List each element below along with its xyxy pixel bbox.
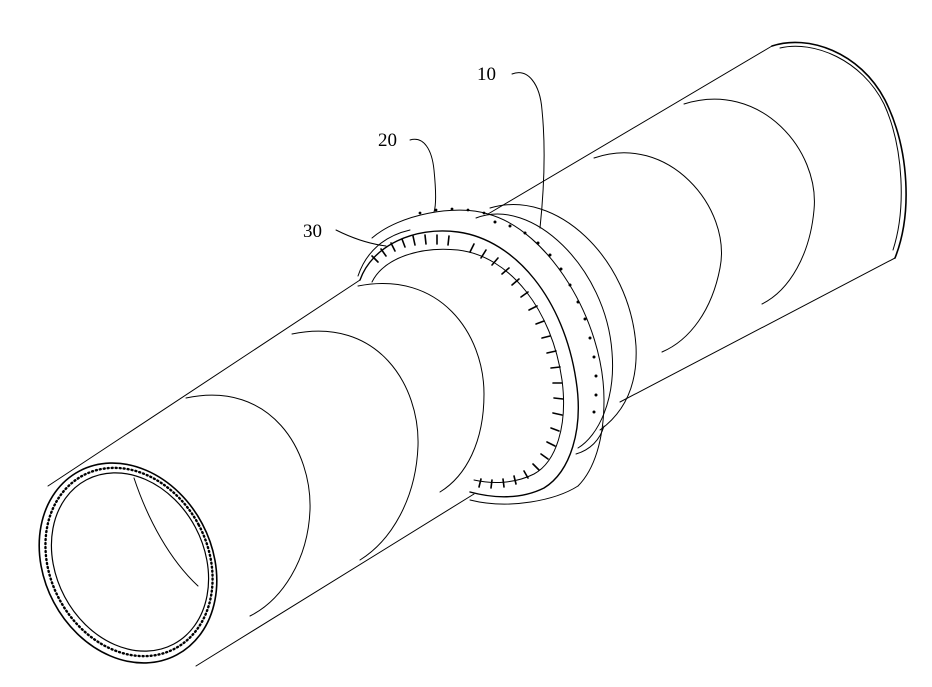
left-seam-1 (292, 331, 418, 560)
ring10-front-edge (476, 214, 613, 448)
left-tube-section (5, 280, 484, 687)
bearing-hatching (372, 235, 563, 488)
left-end-flange-dots (13, 438, 245, 685)
right-tube-bottom-edge (620, 258, 895, 402)
right-tube-top-edge (488, 46, 772, 214)
left-tube-top-edge (48, 280, 360, 486)
left-seam-2 (186, 395, 310, 616)
label-10: 10 (477, 64, 496, 85)
label-30: 30 (303, 221, 322, 242)
left-tube-bottom-edge (196, 494, 474, 666)
leader-lines (336, 73, 544, 246)
left-end-flange-inner (21, 445, 239, 679)
bearing-inner-arc (372, 249, 564, 482)
right-seam-2 (684, 99, 814, 304)
right-tube-end-cap (772, 42, 906, 258)
left-bore-inner-edge (134, 478, 198, 586)
flange-ring-10 (476, 205, 636, 454)
right-seam-1 (594, 153, 721, 352)
bearing-race-30 (360, 231, 578, 497)
left-seam-3 (358, 284, 484, 492)
outer-ring-20 (358, 208, 604, 504)
label-20: 20 (378, 130, 397, 151)
leader-20 (410, 139, 436, 212)
right-tube-section (488, 42, 906, 402)
ring10-bolt-holes (494, 221, 598, 414)
ring20-outer-edge (488, 214, 604, 486)
